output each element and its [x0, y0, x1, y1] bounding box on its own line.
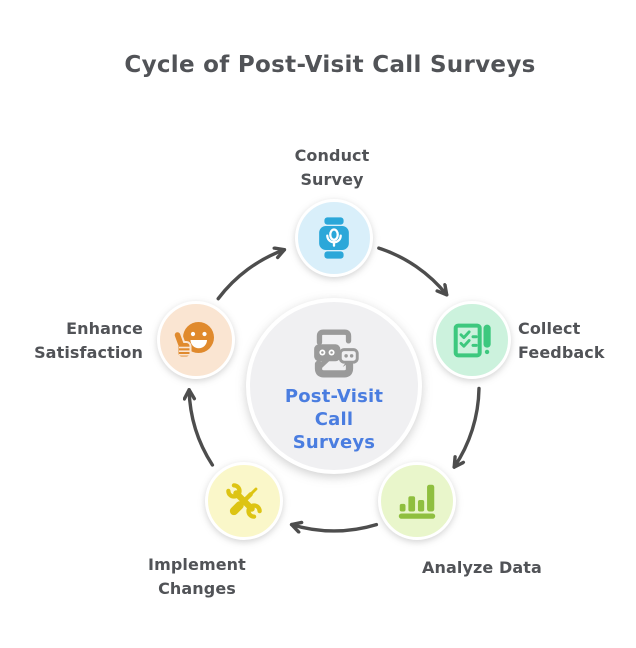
- label-line: Collect: [518, 319, 581, 338]
- label-analyze-data: Analyze Data: [392, 556, 572, 580]
- label-line: Implement: [148, 555, 246, 574]
- label-enhance-satisfaction: Enhance Satisfaction: [13, 317, 143, 365]
- label-line: Satisfaction: [34, 343, 143, 362]
- center-label-line: Call: [314, 409, 354, 430]
- label-line: Conduct: [294, 146, 370, 165]
- label-line: Changes: [158, 579, 236, 598]
- arrow-implement-to-enhance: [189, 388, 215, 467]
- label-line: Survey: [300, 170, 364, 189]
- crossed-tools-icon: [226, 483, 262, 519]
- label-implement-changes: Implement Changes: [107, 553, 287, 601]
- node-conduct-survey: [295, 199, 373, 277]
- label-conduct-survey: Conduct Survey: [232, 144, 432, 192]
- checklist-pen-icon: [453, 323, 491, 358]
- smartwatch-mic-icon: [319, 217, 349, 259]
- smiley-thumbs-up-icon: [172, 322, 214, 359]
- label-collect-feedback: Collect Feedback: [518, 317, 636, 365]
- label-line: Feedback: [518, 343, 605, 362]
- node-enhance-satisfaction: [157, 301, 235, 379]
- diagram-title: Cycle of Post-Visit Call Surveys: [124, 52, 536, 78]
- bar-chart-icon: [398, 484, 436, 519]
- center-node: Post-Visit Call Surveys: [246, 298, 422, 474]
- center-label-line: Post-Visit: [284, 386, 384, 407]
- arrow-conduct-to-collect: [377, 246, 449, 297]
- center-label: Post-Visit Call Surveys: [285, 385, 383, 454]
- arrow-collect-to-analyze: [452, 386, 481, 469]
- node-collect-feedback: [433, 301, 511, 379]
- arrow-enhance-to-conduct: [216, 250, 287, 301]
- node-implement-changes: [205, 462, 283, 540]
- chat-bubbles-phone-icon: [314, 329, 359, 378]
- label-line: Enhance: [66, 319, 143, 338]
- center-label-line: Surveys: [292, 432, 376, 453]
- label-line: Analyze Data: [422, 558, 542, 577]
- node-analyze-data: [378, 462, 456, 540]
- arrow-analyze-to-implement: [289, 525, 379, 531]
